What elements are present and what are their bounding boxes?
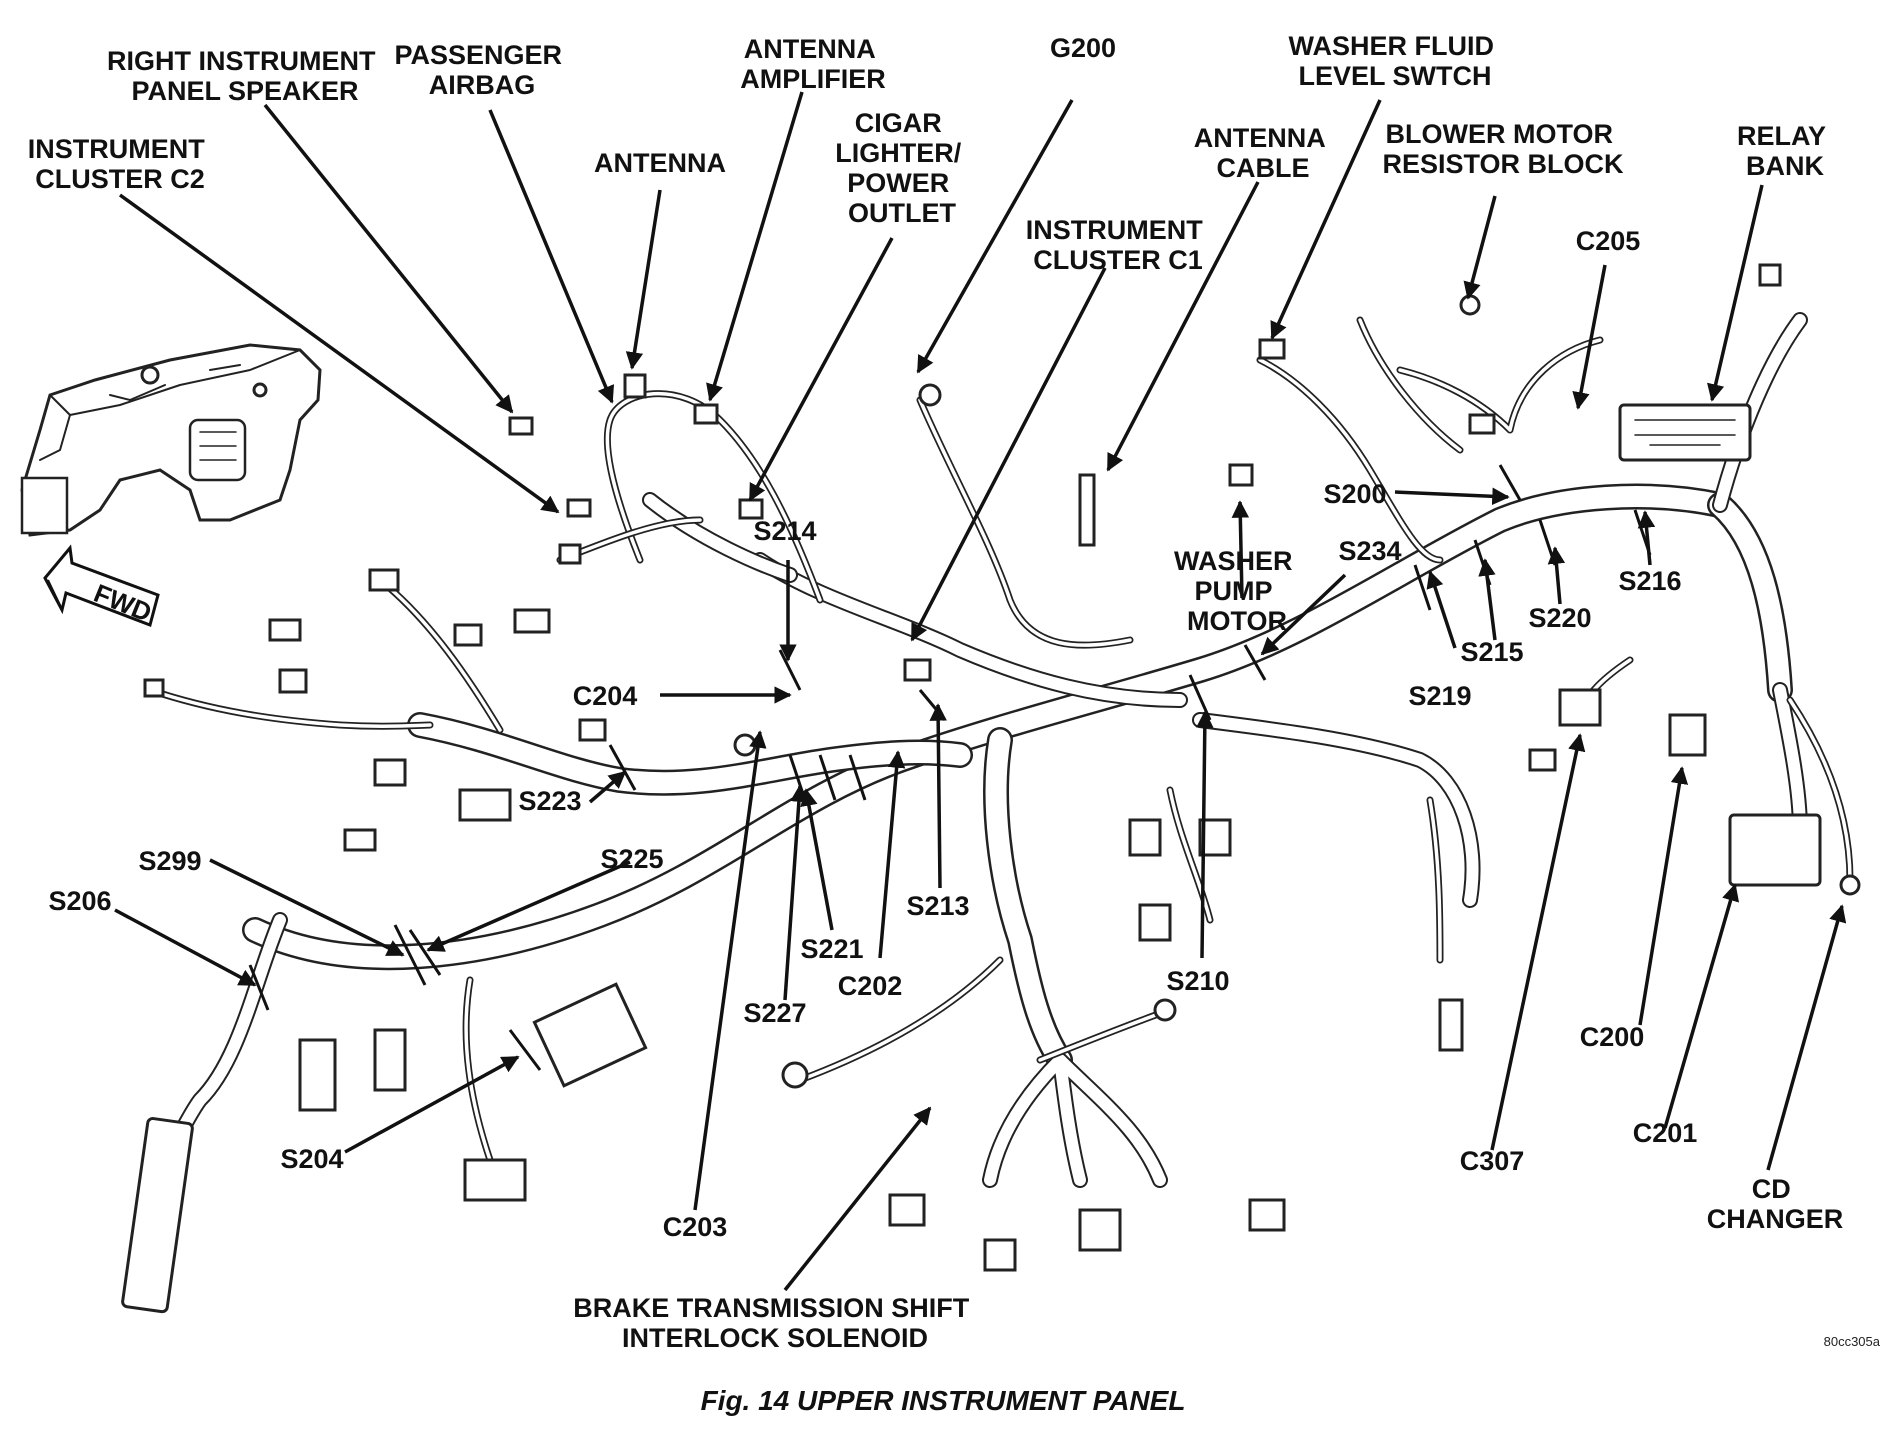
label-s220: S220 — [1528, 603, 1591, 633]
label-s210: S210 — [1166, 966, 1229, 996]
label-c201: C201 — [1633, 1118, 1698, 1148]
label-s216: S216 — [1618, 566, 1681, 596]
label-s223: S223 — [518, 786, 581, 816]
label-c307: C307 — [1460, 1146, 1525, 1176]
label-antenna: ANTENNA — [594, 148, 726, 178]
label-s215: S215 — [1460, 637, 1523, 667]
label-s214: S214 — [753, 516, 816, 546]
connectors — [121, 263, 1861, 1314]
label-instrument-cluster-c1: INSTRUMENT CLUSTER C1 — [1026, 215, 1211, 275]
label-c205: C205 — [1576, 226, 1641, 256]
label-s299: S299 — [138, 846, 201, 876]
figure-caption: Fig. 14 UPPER INSTRUMENT PANEL — [701, 1385, 1186, 1416]
label-g200: G200 — [1050, 33, 1116, 63]
label-s225: S225 — [600, 844, 663, 874]
label-blower-motor-resistor-block: BLOWER MOTOR RESISTOR BLOCK — [1382, 119, 1624, 179]
label-c203: C203 — [663, 1212, 728, 1242]
callout-labels: INSTRUMENT CLUSTER C2 RIGHT INSTRUMENT P… — [28, 31, 1844, 1353]
label-s221: S221 — [800, 934, 863, 964]
fwd-arrow: FWD — [43, 544, 160, 628]
label-c202: C202 — [838, 971, 903, 1001]
label-brake-transmission-shift-interlock-solenoid: BRAKE TRANSMISSION SHIFT INTERLOCK SOLEN… — [573, 1293, 977, 1353]
label-s213: S213 — [906, 891, 969, 921]
label-s219: S219 — [1408, 681, 1471, 711]
label-c204: C204 — [573, 681, 638, 711]
label-washer-fluid-level-switch: WASHER FLUID LEVEL SWTCH — [1288, 31, 1501, 91]
label-c200: C200 — [1580, 1022, 1645, 1052]
label-s206: S206 — [48, 886, 111, 916]
label-antenna-amplifier: ANTENNA AMPLIFIER — [740, 34, 886, 94]
label-washer-pump-motor: WASHER PUMP MOTOR — [1174, 546, 1300, 636]
wiring-harness — [146, 312, 1854, 1188]
leader-lines — [114, 91, 1847, 1292]
label-instrument-cluster-c2: INSTRUMENT CLUSTER C2 — [28, 134, 213, 194]
label-s204: S204 — [280, 1144, 343, 1174]
instrument-panel-drawing — [20, 343, 322, 537]
label-right-instrument-panel-speaker: RIGHT INSTRUMENT PANEL SPEAKER — [107, 46, 383, 106]
label-cigar-lighter-power-outlet: CIGAR LIGHTER/ POWER OUTLET — [835, 108, 969, 228]
label-s234: S234 — [1338, 536, 1401, 566]
label-s200: S200 — [1323, 479, 1386, 509]
label-cd-changer: CD CHANGER — [1707, 1174, 1844, 1234]
figure-id: 80cc305a — [1824, 1334, 1881, 1349]
label-s227: S227 — [743, 998, 806, 1028]
label-passenger-airbag: PASSENGER AIRBAG — [394, 40, 569, 100]
label-relay-bank: RELAY BANK — [1737, 121, 1833, 181]
label-antenna-cable: ANTENNA CABLE — [1194, 123, 1333, 183]
